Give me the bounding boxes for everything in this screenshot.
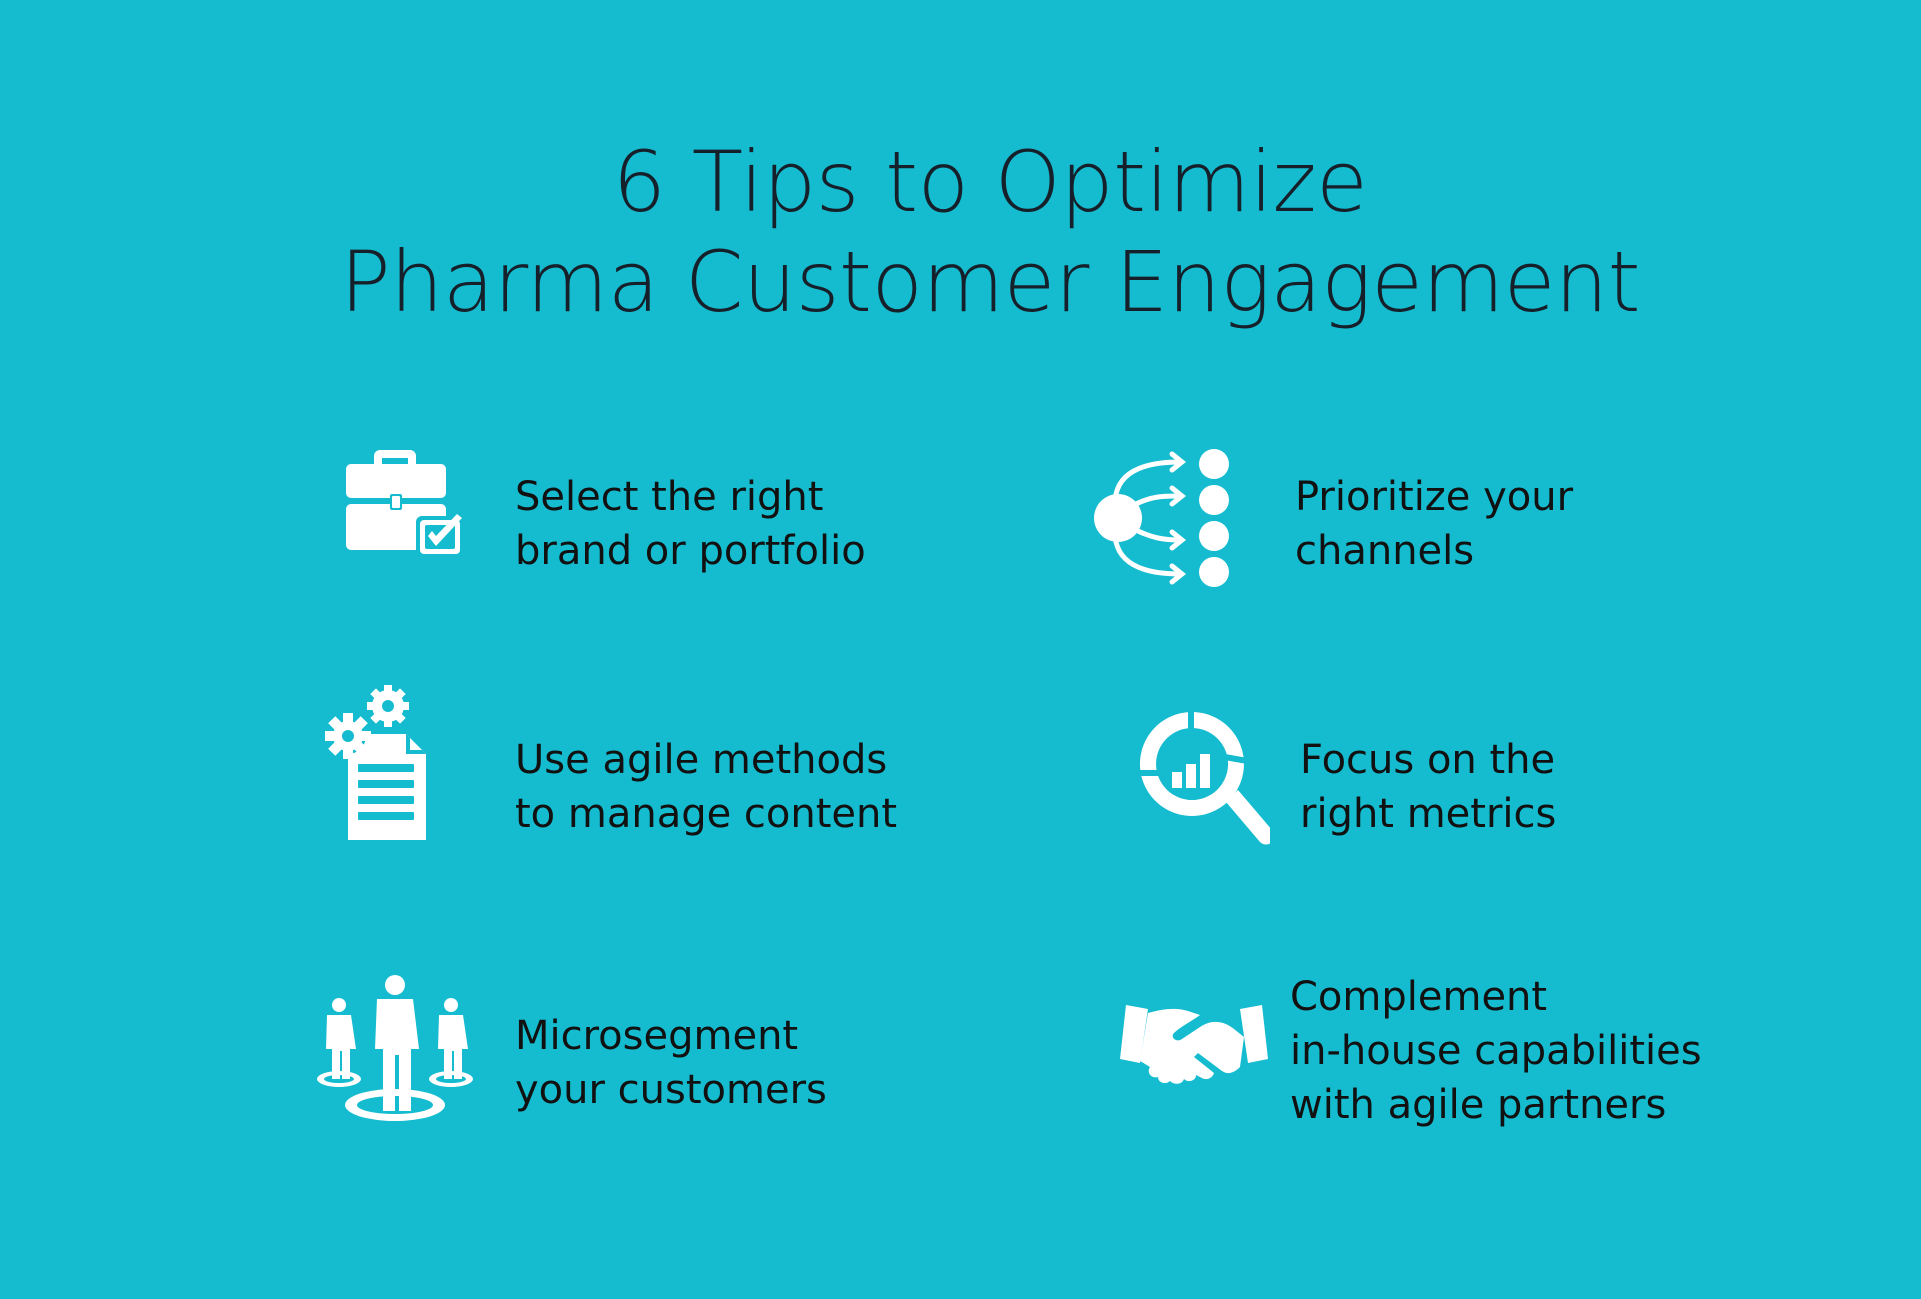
tip-text-prioritize-channels: Prioritize your channels [1295, 474, 1574, 574]
tip-text-right-metrics: Focus on the right metrics [1300, 737, 1557, 837]
tip-text-select-brand: Select the right brand or portfolio [515, 474, 866, 574]
tip-text-agile-content: Use agile methods to manage content [515, 737, 898, 837]
briefcase-check-icon [340, 440, 488, 560]
people-segment-icon [315, 975, 475, 1125]
handshake-icon [1120, 1005, 1268, 1105]
channel-prioritize-icon [1092, 448, 1232, 588]
title-line-2: Pharma Customer Engagement [339, 233, 1641, 331]
gears-document-icon [320, 680, 440, 840]
page-title: 6 Tips to Optimize Pharma Customer Engag… [0, 132, 1921, 332]
tip-text-agile-partners: Complement in-house capabilities with ag… [1290, 974, 1702, 1128]
magnifier-metrics-icon [1140, 710, 1270, 860]
title-line-1: 6 Tips to Optimize [612, 133, 1368, 231]
tip-text-microsegment: Microsegment your customers [515, 1013, 827, 1113]
